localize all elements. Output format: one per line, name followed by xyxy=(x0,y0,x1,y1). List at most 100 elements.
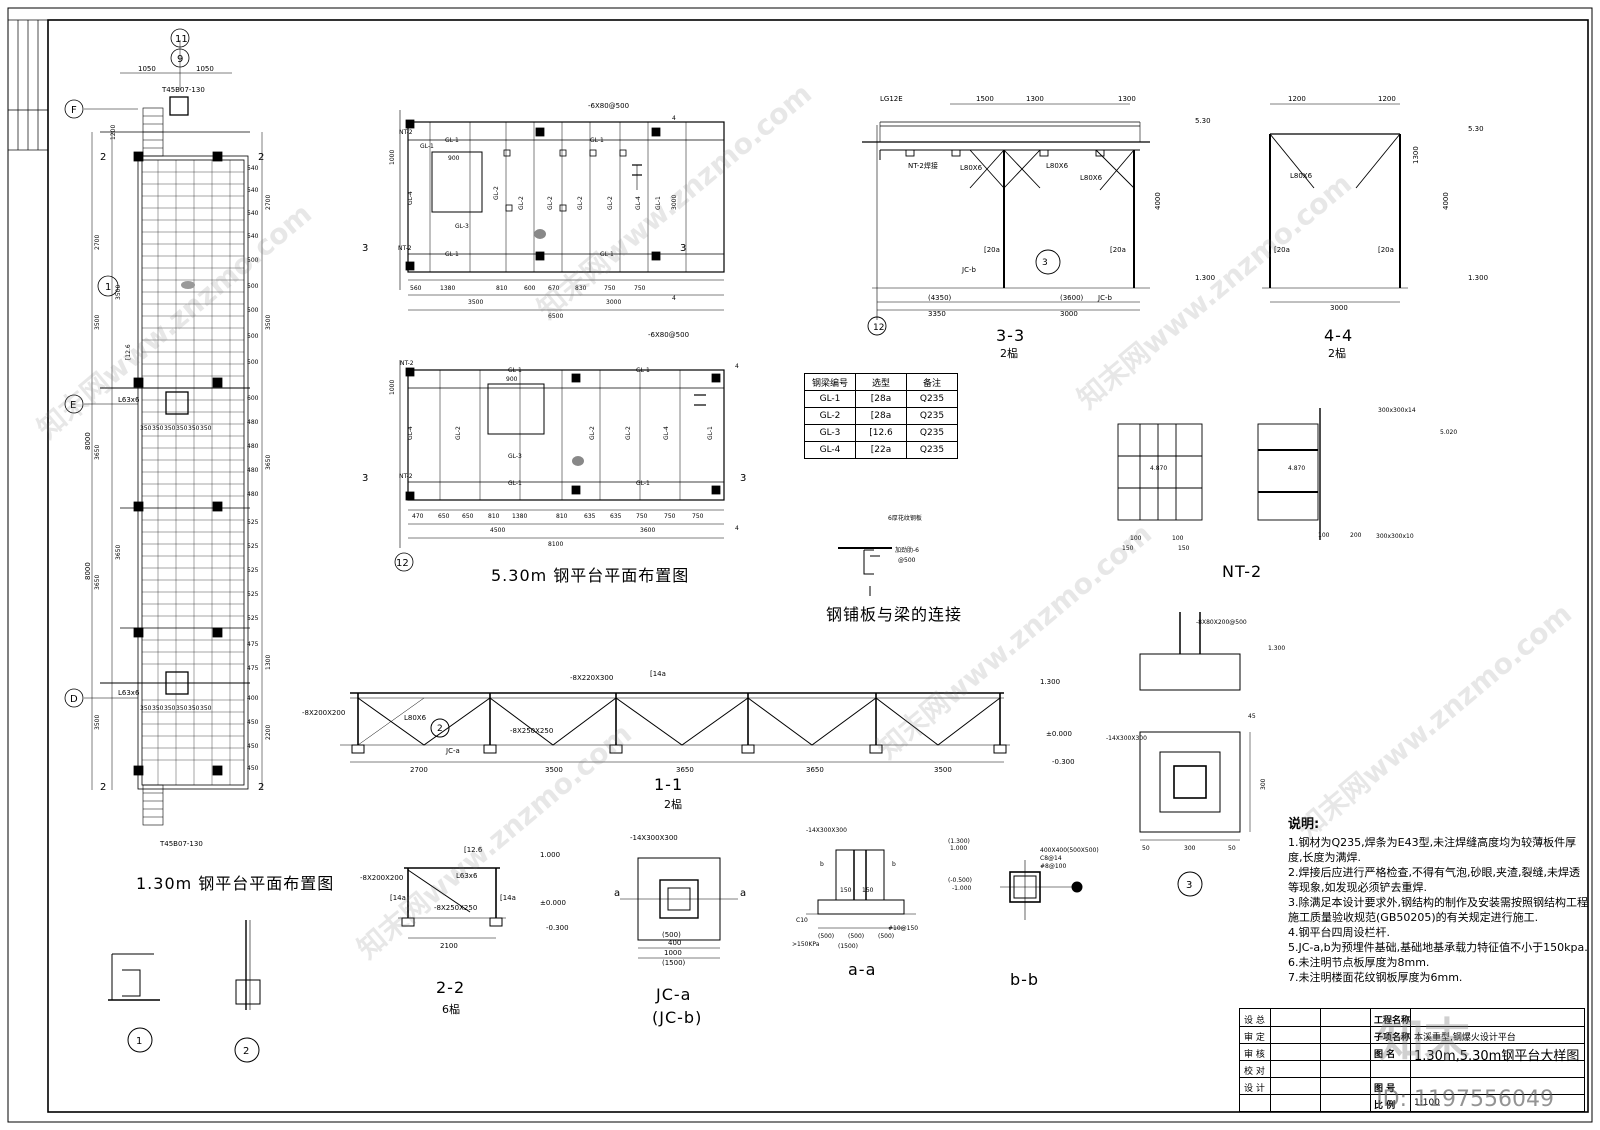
section-3-3 xyxy=(862,103,1150,336)
svg-text:[14a: [14a xyxy=(650,670,666,678)
project-label: 工程名称 xyxy=(1374,1016,1411,1026)
svg-text:540: 540 xyxy=(247,210,259,217)
svg-text:350: 350 xyxy=(200,705,212,712)
svg-text:750: 750 xyxy=(634,285,646,292)
table-header: 选型 xyxy=(855,373,907,391)
svg-text:525: 525 xyxy=(247,543,259,550)
svg-text:NT-2: NT-2 xyxy=(399,473,413,480)
svg-text:525: 525 xyxy=(247,615,259,622)
svg-text:525: 525 xyxy=(247,567,259,574)
svg-text:810: 810 xyxy=(496,285,508,292)
svg-text:1380: 1380 xyxy=(440,285,455,292)
svg-text:100: 100 xyxy=(1172,535,1184,542)
table-cell: Q235 xyxy=(906,424,958,442)
svg-text:GL-4: GL-4 xyxy=(407,426,414,440)
svg-text:750: 750 xyxy=(664,513,676,520)
note-item: 2.焊接后应进行严格检查,不得有气泡,砂眼,夹渣,裂缝,未焊透等现象,如发现必须… xyxy=(1288,866,1580,894)
section-2-2-title: 2-2 xyxy=(436,978,466,997)
section-1-1-title: 1-1 xyxy=(654,775,684,794)
svg-text:[20a: [20a xyxy=(1378,246,1394,254)
svg-text:GL-2: GL-2 xyxy=(607,196,614,210)
svg-text:9: 9 xyxy=(177,54,183,65)
svg-text:3600: 3600 xyxy=(640,527,655,534)
svg-text:JC-b: JC-b xyxy=(961,266,976,274)
svg-text:GL-1: GL-1 xyxy=(590,137,604,144)
svg-text:1.300: 1.300 xyxy=(1195,274,1215,282)
svg-text:±0.000: ±0.000 xyxy=(1046,730,1072,738)
svg-text:11: 11 xyxy=(175,34,188,45)
table-cell: [28a xyxy=(855,407,907,425)
svg-text:b: b xyxy=(892,861,896,868)
svg-text:T45B07-130: T45B07-130 xyxy=(161,86,205,94)
svg-text:300x300x10: 300x300x10 xyxy=(1376,533,1414,540)
svg-text:3500: 3500 xyxy=(94,315,101,330)
svg-text:350: 350 xyxy=(140,425,152,432)
svg-text:750: 750 xyxy=(692,513,704,520)
subproject-value: 本溪重型,钢爆火设计平台 xyxy=(1414,1033,1516,1043)
plan-130-labels: T45B07-130 T45B07-130 1050 1050 L63x6 L6… xyxy=(84,65,264,848)
svg-text:4: 4 xyxy=(735,363,739,370)
svg-text:(1500): (1500) xyxy=(838,943,858,950)
svg-text:150: 150 xyxy=(840,887,852,894)
svg-text:[14a: [14a xyxy=(500,894,516,902)
svg-text:635: 635 xyxy=(584,513,596,520)
svg-text:2: 2 xyxy=(243,1046,249,1057)
svg-text:GL-2: GL-2 xyxy=(577,196,584,210)
svg-text:1300: 1300 xyxy=(265,655,272,670)
svg-text:500: 500 xyxy=(247,359,259,366)
svg-text:(500): (500) xyxy=(818,933,834,940)
svg-text:a: a xyxy=(614,888,620,899)
svg-text:670: 670 xyxy=(548,285,560,292)
table-cell: [28a xyxy=(855,390,907,408)
svg-text:JC-a: JC-a xyxy=(445,747,460,755)
svg-text:1200: 1200 xyxy=(110,125,117,140)
jc-b-title: (JC-b) xyxy=(652,1008,703,1027)
svg-text:5.30: 5.30 xyxy=(1195,117,1211,125)
svg-text:4.870: 4.870 xyxy=(1150,465,1167,472)
svg-text:500: 500 xyxy=(247,283,259,290)
svg-text:1050: 1050 xyxy=(138,65,156,73)
svg-text:5.020: 5.020 xyxy=(1440,429,1457,436)
svg-text:750: 750 xyxy=(636,513,648,520)
svg-text:L80X6: L80X6 xyxy=(404,714,427,722)
svg-text:-8X80X200@500: -8X80X200@500 xyxy=(1196,619,1247,626)
role-label: 审 定 xyxy=(1244,1033,1265,1043)
svg-text:350: 350 xyxy=(152,705,164,712)
svg-text:#8@100: #8@100 xyxy=(1040,863,1066,870)
note-item: 6.未注明节点板厚度为8mm. xyxy=(1288,956,1430,969)
svg-text:GL-4: GL-4 xyxy=(663,426,670,440)
svg-text:(3600): (3600) xyxy=(1060,294,1084,302)
section-4-4 xyxy=(1262,103,1408,303)
svg-text:GL-4: GL-4 xyxy=(407,191,414,205)
table-row: GL-4 [22a Q235 xyxy=(804,441,958,459)
svg-text:F: F xyxy=(71,105,77,116)
svg-text:650: 650 xyxy=(462,513,474,520)
svg-text:4: 4 xyxy=(672,115,676,122)
section-3-3-scale: 2榀 xyxy=(1000,347,1018,360)
svg-text:(500): (500) xyxy=(848,933,864,940)
svg-text:500: 500 xyxy=(247,307,259,314)
svg-text:L80X6: L80X6 xyxy=(1290,172,1313,180)
svg-text:150: 150 xyxy=(862,887,874,894)
section-b-b xyxy=(1000,860,1083,920)
svg-text:GL-1: GL-1 xyxy=(420,143,434,150)
subproject-label: 子项名称 xyxy=(1374,1033,1411,1043)
svg-text:3500: 3500 xyxy=(115,285,122,300)
svg-text:GL-2: GL-2 xyxy=(589,426,596,440)
svg-text:[20a: [20a xyxy=(1274,246,1290,254)
svg-text:L63x6: L63x6 xyxy=(118,396,140,404)
note-item: 5.JC-a,b为预埋件基础,基础地基承载力特征值不小于150kpa. xyxy=(1288,941,1588,954)
svg-text:300: 300 xyxy=(1184,845,1196,852)
svg-text:3000: 3000 xyxy=(1060,310,1078,318)
svg-text:480: 480 xyxy=(247,419,259,426)
drawing-name-value: 1.30m,5.30m钢平台大样图 xyxy=(1414,1049,1580,1064)
svg-text:GL-1: GL-1 xyxy=(636,367,650,374)
svg-text:3: 3 xyxy=(1042,258,1048,268)
svg-text:12: 12 xyxy=(396,558,409,569)
svg-text:(500): (500) xyxy=(662,931,681,939)
